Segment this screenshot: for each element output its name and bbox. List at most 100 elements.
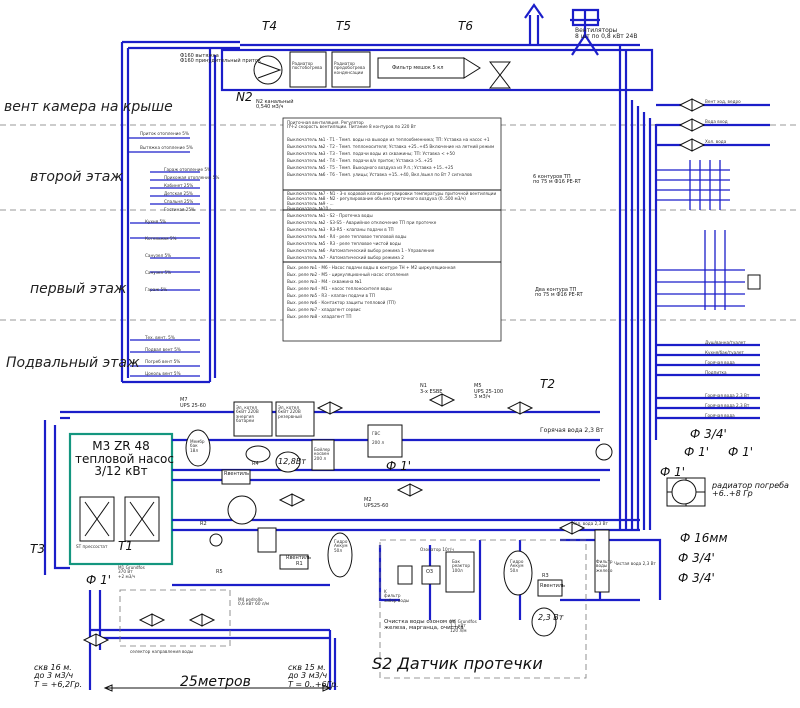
branch-label: Кухня 5% [145, 219, 167, 224]
diameter-34-c: Ф 3/4' [690, 427, 727, 441]
notes-line: Выключатель №6 - Т6 - Темп. улицы; Устав… [287, 172, 472, 177]
outlet-label: Вода вход [705, 119, 728, 124]
branch-label: Приток отопление 5% [140, 131, 189, 136]
leak-sensor-label: S2 Датчик протечки [372, 654, 543, 673]
clean-water-label: Чистая вода 2,3 Вт [614, 561, 656, 566]
main-risers [120, 40, 770, 530]
filter-column-label: Фильтр воды железо [596, 559, 613, 573]
branch-label: Санузел 5% [145, 253, 172, 258]
tank-membrane-label: Мембр бак 18л [190, 439, 205, 453]
notes-line: Выключатель №5 - Т5 - Темп. Выходного во… [287, 165, 454, 170]
branch-label: Погреб вент 5% [145, 359, 181, 364]
well-2-label: скв 15 м. до 3 м3/ч T = 0..+6Гр. [288, 663, 339, 689]
notes-line: Вых. реле №3 - М4 - скважина №1 [287, 279, 362, 284]
tag-r3: R3 [542, 573, 549, 579]
notes-line: Выключатель №1 - Т1 - Темп. воды на выхо… [287, 137, 490, 142]
m5-label: M5 [474, 383, 482, 389]
notes-line: Выключатель №5 - R3 - реле тепловое чист… [287, 241, 401, 246]
notes-line: Вых. реле №1 - М6 - Насос подачи воды в … [287, 265, 456, 270]
branch-label: Гараж отопление 5% [164, 167, 212, 172]
branch-label: Санузел 5% [145, 270, 172, 275]
contours-2-label: 6 контуров ТП по 75 м Ф16 PE-RT [533, 174, 581, 186]
branch-label: Гостиная 25% [164, 207, 196, 212]
tag-r2: R2 [200, 521, 207, 527]
m6-spec: М6 Grundfos 1,1 кВт 120 л/м [450, 619, 477, 633]
r-box-1: Rвентиль [286, 555, 312, 561]
tag-t5: T5 [336, 19, 351, 33]
hydro-1-label: Гидро Аккум 50л [334, 539, 348, 553]
branch-label: Котельная 5% [145, 236, 177, 241]
diameter-1-a: Ф 1' [684, 445, 710, 459]
notes-line: Выключатель №3 - R3-R5 - клапаны подачи … [287, 227, 394, 232]
branch-label: Гараж 5% [145, 287, 168, 292]
m7-spec: UPS 25-60 [180, 403, 206, 409]
vent-fans-label: Вентиляторы 8 шт по 0,8 кВт 24В [575, 27, 638, 41]
hot-tank-label: ГВС 200 л [372, 431, 385, 445]
selector-box [119, 589, 231, 647]
m4-spec: М4 pedrollo 0,6 кВт 60 л/м [238, 597, 270, 607]
t1-sensor-label: ST прессостат [76, 544, 108, 549]
tank-23-label: 2,3 Вт [538, 613, 564, 622]
branch-label: Тех. вент. 5% [145, 335, 175, 340]
tag-t1: T1 [118, 539, 133, 553]
ozonator-label: Озонатор 10г/ч [420, 547, 454, 552]
boiler-r-label: Эл. котел 6кВт 220В резервный [278, 405, 302, 419]
hydro-2-label: Гидро Аккум 50л [510, 559, 524, 573]
notes-line: Вых. реле №5 - R3 - клапан подачи в ТП [287, 293, 376, 298]
radiator-pre-label: Радиатор предобогрева конденсации [334, 61, 366, 75]
outlet-label: Горячая вода [705, 360, 735, 365]
tag-t3: T3 [30, 542, 45, 556]
diameter-1-d: Ф 1' [386, 459, 412, 473]
floor-label-basement: Подвальный этаж [6, 355, 140, 371]
bag-filter-label: Фильтр мешок 5 кл [392, 65, 444, 71]
r-box-3: Rвентиль [540, 583, 566, 589]
radiator-recup-box [289, 51, 327, 88]
right-manifolds [656, 160, 761, 310]
ups-12v-label: 12,8Вт [278, 457, 306, 466]
outlet-label: Кухня/бак/туалет [705, 350, 744, 355]
tag-r5: R5 [216, 569, 223, 575]
diameter-34-a: Ф 3/4' [678, 551, 715, 565]
heat-pump-box [68, 432, 174, 566]
notes-line: Вых. реле №2 - М5 - циркуляционный насос… [287, 272, 409, 277]
notes-line: Выключатель №2 - S3-S5 - Аварийное отклю… [287, 220, 437, 225]
outlet-label: Горячая вода 2,3 Вт [705, 393, 750, 398]
notes-line: Выключатель №4 - R4 - реле тепловое тепл… [287, 234, 407, 239]
intake-label: Ф160 вытяжка Ф160 принудительный приток [180, 53, 261, 65]
branch-label: Спальня 25% [164, 199, 194, 204]
branch-label: Подвал вент 5% [145, 347, 181, 352]
notes-line: Вых. реле №6 - Контактор защиты тепловой… [287, 300, 396, 305]
o3-label: O3 [426, 569, 434, 575]
m1-spec: М1 Grundfos 370 Вт +2 м3/ч [118, 565, 145, 579]
notes-line: Выключатель №2 - Т2 - Темп. теплоносител… [287, 144, 495, 149]
notes-line: Выключатель №8 - N2 - регулирование объе… [287, 196, 466, 201]
notes-line: Выключатель №3 - Т3 - Темп. подачи воды … [287, 151, 455, 156]
notes-header: Приточная вентиляция. Регулятор ПЧ-2 ско… [287, 120, 417, 130]
left-floor-branches [128, 137, 200, 377]
notes-line: Выключатель №7 - Автоматический выбор ре… [287, 255, 404, 260]
well-1-label: скв 16 м. до 3 м3/ч T = +6,2Гр. [34, 663, 83, 689]
equipment [185, 401, 706, 637]
diameter-34-b: Ф 3/4' [678, 571, 715, 585]
m2-spec: UPS25-60 [364, 503, 389, 509]
branch-label: Цоколь вент 5% [145, 371, 181, 376]
notes-line: Выключатель №4 - Т4 - Темп. подачи в/х п… [287, 158, 433, 163]
diameter-16mm: Ф 16мм [680, 531, 728, 545]
notes-panel [282, 117, 502, 342]
cold-water-label: Хол. вода 2,3 Вт [572, 521, 608, 526]
radiator-recup-label: Радиатор постобогрева [292, 61, 323, 71]
fan-flow-label: N2 канальный 0,540 м3/ч [256, 99, 294, 111]
outlet-label: Горячая вода 2,3 Вт [705, 403, 750, 408]
water-treat-label: Очистка воды озоном от железа, марганца,… [384, 619, 464, 631]
notes-line: Выключатель №7 - N1 - 3-х ходовой клапан… [287, 191, 497, 196]
reactor-label: Бак реактор 100л [452, 559, 470, 573]
tag-t4: T4 [262, 19, 277, 33]
boiler-e-label: Эл. котел 6кВт 220В энергия батареи [236, 405, 259, 424]
floor-label-first: первый этаж [30, 281, 127, 297]
outlet-label: Душ/ванна/туалет [705, 340, 746, 345]
vent-fans-icon [570, 10, 600, 56]
branch-label: Кабинет 25% [164, 183, 194, 188]
n1-spec: 3-х ESBE [420, 389, 443, 395]
valves [82, 98, 706, 647]
